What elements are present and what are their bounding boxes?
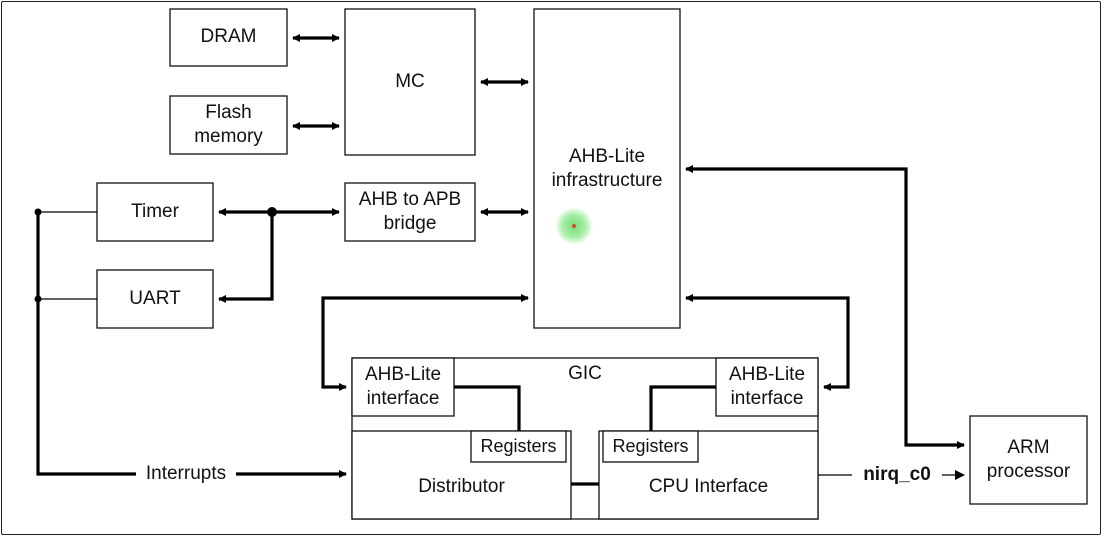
junction-timer-bus <box>267 207 277 217</box>
flash-memory-box <box>169 95 288 155</box>
ahb-lite-infrastructure-label: AHB-Lite infrastructure <box>551 146 663 191</box>
registers-left-label: Registers <box>480 436 557 456</box>
dram-label: DRAM <box>200 26 257 47</box>
timer-label: Timer <box>131 201 179 222</box>
distributor-label: Distributor <box>418 476 505 497</box>
uart-label: UART <box>129 288 181 309</box>
mc-box <box>344 8 476 156</box>
ahb-to-apb-bridge-label: AHB to APB bridge <box>358 189 462 234</box>
left-if-registers-link <box>454 385 521 431</box>
nirq-label-bg <box>852 462 942 488</box>
ahb-lite-interface-left-label: AHB-Lite interface <box>364 364 442 409</box>
dram-box <box>169 8 288 67</box>
ahb-to-apb-bridge-box <box>344 182 476 242</box>
registers-right-label: Registers <box>612 436 689 456</box>
gic-label: GIC <box>568 363 602 384</box>
junction-interrupt-timer <box>34 208 42 216</box>
uart-bus <box>218 212 274 303</box>
cpu-interface-label: CPU Interface <box>648 476 769 497</box>
nirq-label: nirq_c0 <box>863 464 931 485</box>
registers-left-box <box>470 430 567 463</box>
ahb-arm-bus <box>685 165 965 449</box>
ahb-gic-left-bus <box>321 294 529 391</box>
ahb-lite-infrastructure-box <box>533 8 681 329</box>
cursor-dot <box>572 224 576 228</box>
right-if-registers-link <box>649 385 716 431</box>
arm-processor-box <box>969 415 1088 505</box>
interrupts-line <box>36 212 347 478</box>
ahb-lite-interface-right-label: AHB-Lite interface <box>728 364 806 409</box>
mc-label: MC <box>395 71 425 92</box>
junction-interrupt-uart <box>34 295 42 303</box>
interrupts-label: Interrupts <box>145 463 227 484</box>
flash-memory-label: Flash memory <box>194 102 263 147</box>
arm-processor-label: ARM processor <box>986 437 1071 482</box>
interrupts-label-bg <box>136 462 236 488</box>
